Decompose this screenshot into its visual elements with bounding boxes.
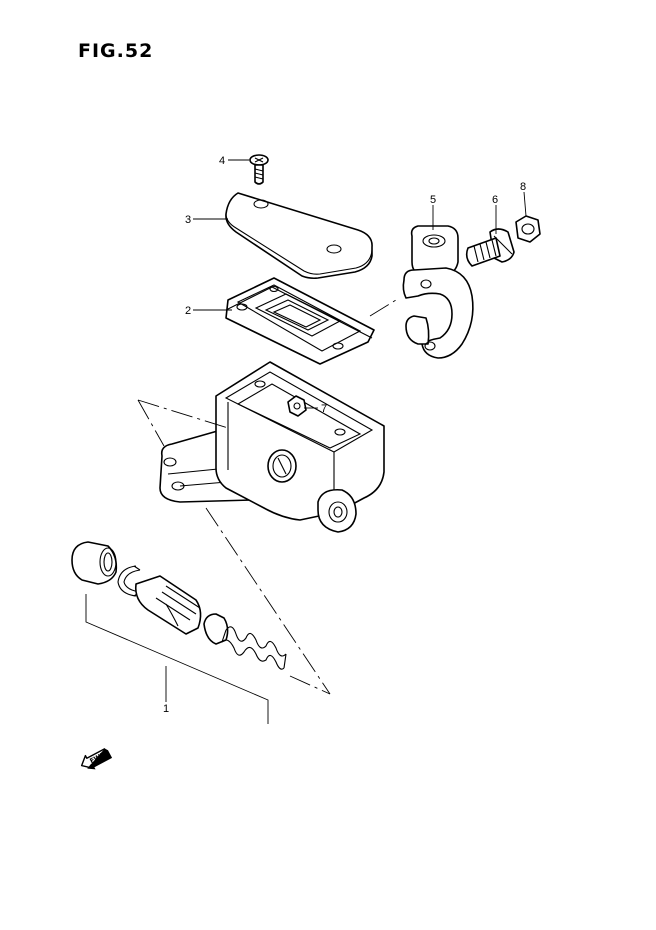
callouts: 1 2 3 4 5 6 7 8 — [163, 155, 526, 715]
callout-3: 3 — [185, 214, 191, 226]
fwd-arrow-icon: FWD — [80, 748, 113, 770]
part-8-nut[interactable] — [515, 215, 541, 243]
part-4-screw[interactable] — [249, 154, 269, 185]
figure-title: FIG.52 — [78, 40, 153, 62]
callout-4: 4 — [219, 155, 225, 167]
part-7-baffle[interactable] — [287, 395, 307, 417]
callout-7: 7 — [321, 403, 327, 415]
part-1-bracket — [85, 594, 269, 724]
callout-5: 5 — [430, 194, 436, 206]
callout-2: 2 — [185, 305, 191, 317]
part-5-clamp[interactable] — [402, 225, 474, 359]
part-3-reservoir-cap[interactable] — [225, 192, 373, 280]
assembly-lines — [137, 299, 397, 695]
callout-8: 8 — [520, 181, 526, 193]
callout-1: 1 — [163, 703, 169, 715]
part-1-piston-kit[interactable] — [71, 541, 287, 670]
leader-lines — [193, 159, 527, 409]
master-cylinder-body[interactable] — [159, 361, 385, 533]
part-6-bolt[interactable] — [465, 228, 515, 267]
callout-6: 6 — [492, 194, 498, 206]
part-2-diaphragm[interactable] — [225, 277, 375, 365]
